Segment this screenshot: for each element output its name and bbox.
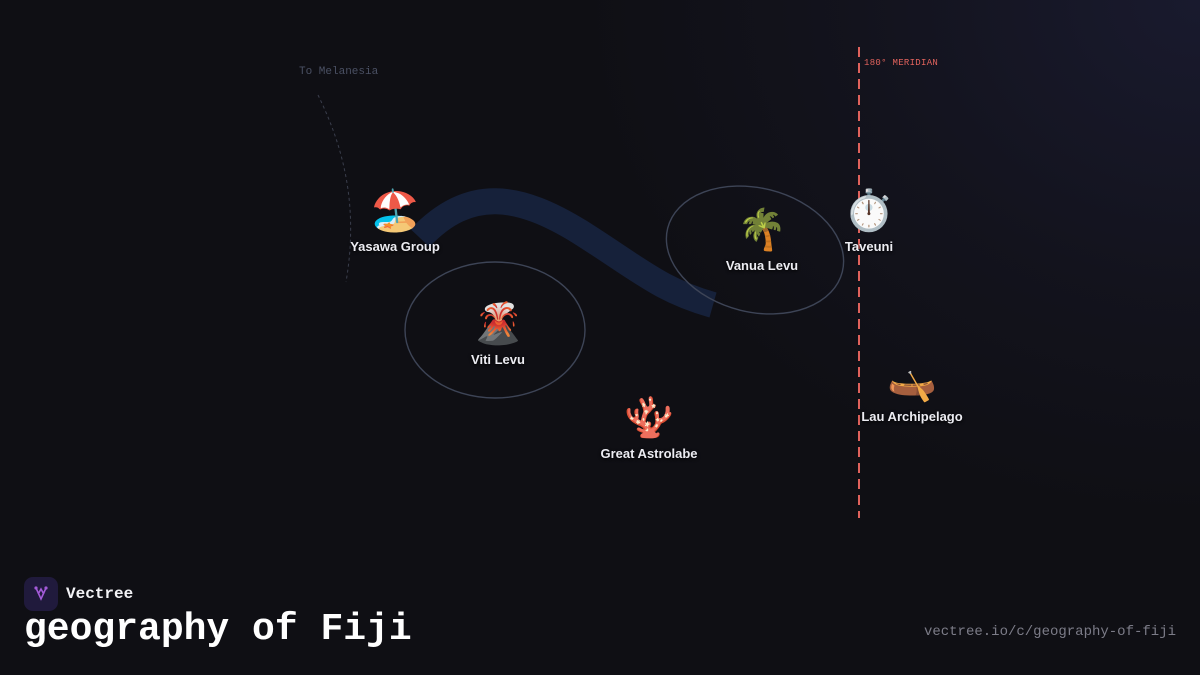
node-label: Lau Archipelago [861, 409, 963, 424]
brand[interactable]: Vectree [24, 577, 133, 611]
node-viti-levu[interactable]: 🌋 Viti Levu [418, 300, 578, 367]
node-label: Viti Levu [471, 352, 525, 367]
node-label: Vanua Levu [725, 258, 799, 273]
page-title: geography of Fiji [24, 608, 412, 651]
beach-umbrella-icon: 🏖️ [370, 188, 420, 234]
node-lau-archipelago[interactable]: 🛶 Lau Archipelago [832, 357, 992, 424]
node-label: Taveuni [844, 239, 894, 254]
vanua-levu-outline [665, 185, 845, 315]
node-yasawa-group[interactable]: 🏖️ Yasawa Group [315, 187, 475, 254]
node-great-astrolabe[interactable]: 🪸 Great Astrolabe [569, 394, 729, 461]
melanesia-route-label: To Melanesia [299, 66, 379, 78]
stopwatch-icon: ⏱️ [844, 188, 894, 234]
page-url[interactable]: vectree.io/c/geography-of-fiji [923, 624, 1176, 640]
canoe-icon: 🛶 [887, 358, 937, 404]
vectree-logo-icon [24, 577, 58, 611]
meridian-label: 180° MERIDIAN [864, 58, 939, 68]
palm-tree-icon: 🌴 [737, 207, 787, 253]
node-label: Great Astrolabe [600, 446, 698, 461]
volcano-icon: 🌋 [473, 301, 523, 347]
node-taveuni[interactable]: ⏱️ Taveuni [789, 187, 949, 254]
viti-levu-outline [404, 261, 586, 399]
brand-name: Vectree [66, 585, 134, 603]
channel-band [410, 188, 717, 318]
melanesia-route [317, 94, 352, 283]
node-label: Yasawa Group [350, 239, 440, 254]
coral-icon: 🪸 [624, 395, 674, 441]
node-vanua-levu[interactable]: 🌴 Vanua Levu [682, 206, 842, 273]
